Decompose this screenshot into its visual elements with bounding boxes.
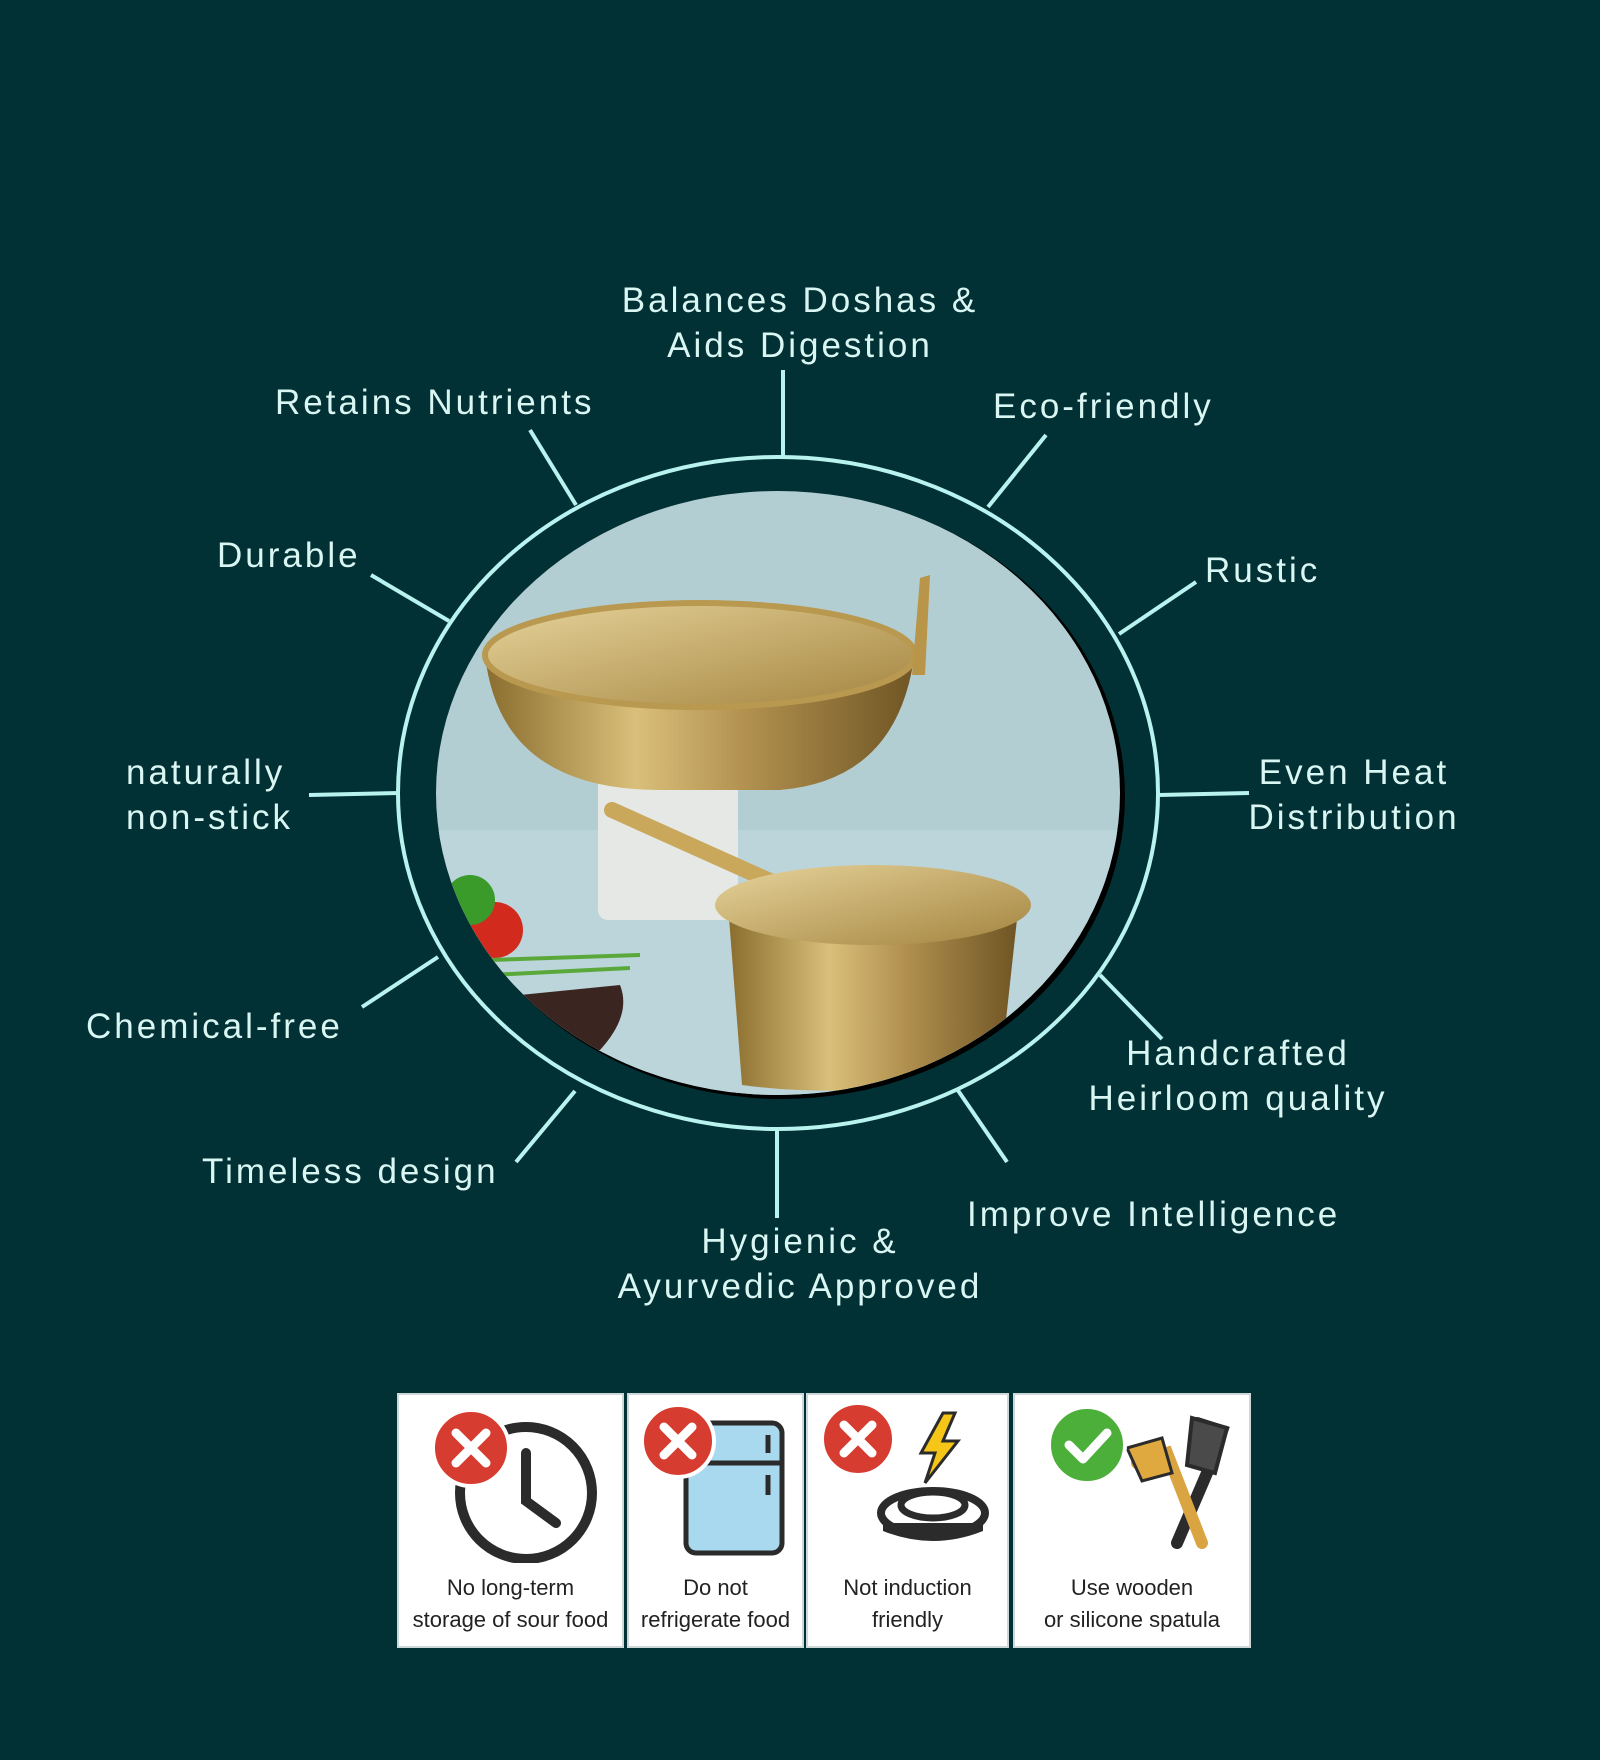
label-line: Heirloom quality: [1088, 1079, 1388, 1118]
connector-lines: [308, 370, 1250, 1218]
benefit-hygienic: Hygienic & Ayurvedic Approved: [618, 1219, 983, 1309]
benefit-handcrafted: Handcrafted Heirloom quality: [1089, 1031, 1388, 1121]
benefit-eco-friendly: Eco-friendly: [993, 387, 1214, 426]
benefit-rustic: Rustic: [1205, 551, 1321, 590]
benefit-balances-doshas: Balances Doshas & Aids Digestion: [622, 278, 978, 368]
label-line: naturally: [126, 753, 286, 792]
benefit-retains-nutrients: Retains Nutrients: [275, 383, 595, 422]
caption-line: Use wooden: [1070, 1575, 1194, 1600]
caption-line: storage of sour food: [412, 1607, 609, 1632]
label-line: Even Heat: [1258, 753, 1450, 792]
label-line: Handcrafted: [1126, 1034, 1350, 1073]
caption-line: friendly: [872, 1607, 943, 1632]
caption-line: Not induction: [843, 1575, 972, 1600]
care-card-spatula: Use wooden or silicone spatula: [1013, 1393, 1251, 1648]
label-line: Aids Digestion: [667, 326, 933, 365]
caption-line: or silicone spatula: [1043, 1607, 1221, 1632]
care-card-sour-food: No long-term storage of sour food: [397, 1393, 624, 1648]
product-photo: [436, 491, 1120, 1095]
check-icon: [1047, 1405, 1127, 1485]
caption-line: Do not: [683, 1575, 748, 1600]
clock-icon: [430, 1408, 597, 1563]
benefit-chemical-free: Chemical-free: [86, 1007, 343, 1046]
label-line: Balances Doshas &: [621, 281, 979, 320]
x-icon: [430, 1408, 511, 1488]
label-line: Distribution: [1248, 798, 1460, 837]
benefit-non-stick: naturally non-stick: [126, 750, 293, 840]
caption-line: refrigerate food: [640, 1607, 791, 1632]
benefit-even-heat: Even Heat Distribution: [1248, 750, 1459, 840]
caption-line: No long-term: [446, 1575, 575, 1600]
refrigerator-icon: [639, 1403, 784, 1556]
benefit-improve-intelligence: Improve Intelligence: [967, 1195, 1341, 1234]
benefit-timeless-design: Timeless design: [202, 1152, 499, 1191]
benefit-durable: Durable: [217, 536, 361, 575]
x-icon: [639, 1403, 716, 1479]
label-line: Ayurvedic Approved: [617, 1267, 983, 1306]
label-line: non-stick: [126, 798, 294, 837]
outer-ring: [396, 455, 1160, 1131]
spatula-icon: [1047, 1405, 1230, 1549]
care-card-refrigerate: Do not refrigerate food: [627, 1393, 804, 1648]
label-line: Hygienic &: [701, 1222, 899, 1261]
x-icon: [819, 1403, 896, 1477]
care-card-induction: Not induction friendly: [806, 1393, 1009, 1648]
induction-icon: [819, 1403, 989, 1541]
